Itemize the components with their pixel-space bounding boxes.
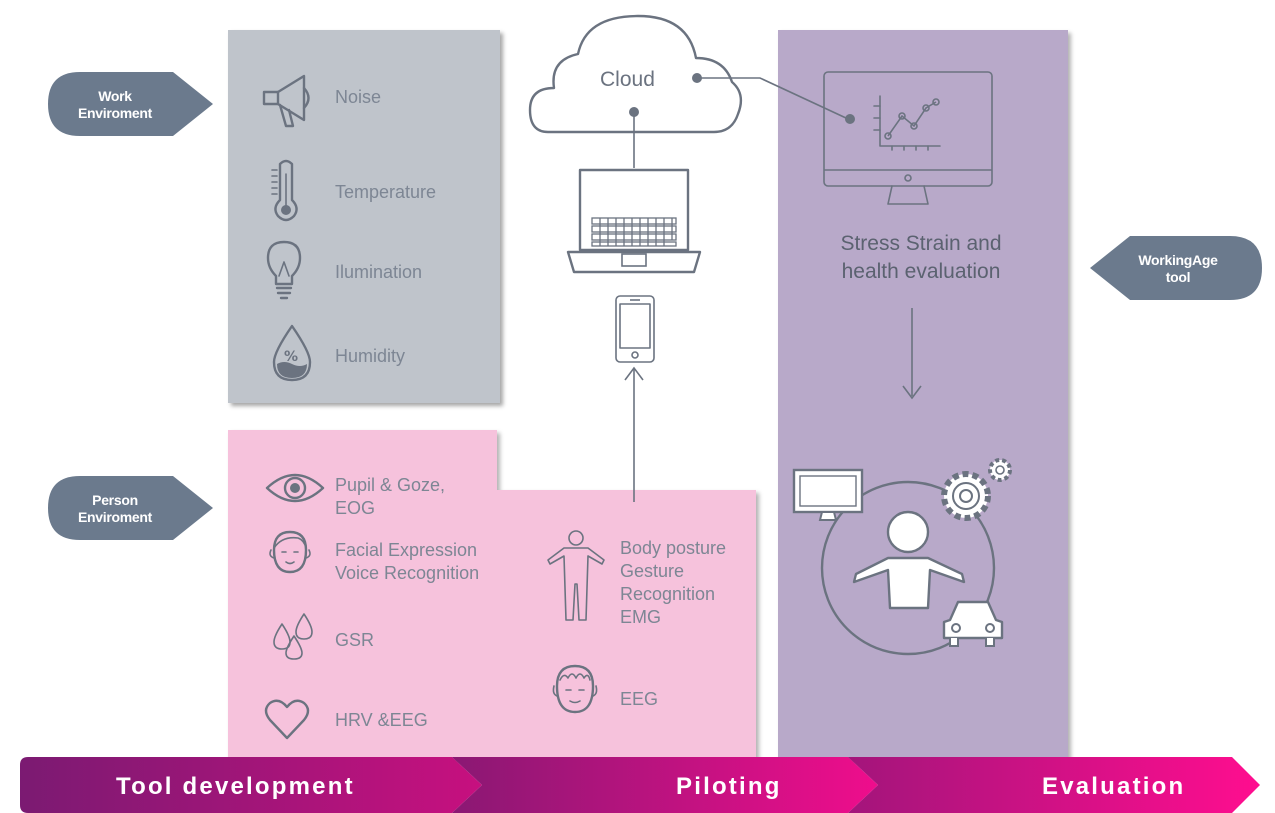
arrow-up-icon xyxy=(624,366,644,502)
laptop-icon xyxy=(566,168,702,274)
heart-icon xyxy=(264,699,310,740)
thermometer-icon xyxy=(271,159,298,222)
label-hrv-eeg: HRV &EEG xyxy=(335,710,428,730)
tag-tool-shape xyxy=(1090,236,1262,300)
arrow-down-icon xyxy=(902,308,922,400)
label-humidity: Humidity xyxy=(335,346,406,366)
label-body-posture: Body posture Gesture Recognition EMG xyxy=(620,538,727,627)
tag-work-shape xyxy=(48,72,213,136)
eye-icon xyxy=(265,473,325,503)
phase-piloting: Piloting xyxy=(676,773,782,800)
label-temperature: Temperature xyxy=(335,182,437,202)
body-icon xyxy=(547,530,605,621)
tag-person-environment: Person Enviroment xyxy=(77,492,152,525)
tag-workingage-tool: WorkingAge tool xyxy=(1138,252,1218,285)
label-illumination: Ilumination xyxy=(335,262,423,282)
label-eeg: EEG xyxy=(620,689,659,709)
phase-bar xyxy=(20,757,1260,813)
person-hub-icon xyxy=(792,458,1012,656)
head-eeg-icon xyxy=(552,664,598,714)
svg-text:%: % xyxy=(284,349,298,365)
label-cloud: Cloud xyxy=(600,68,655,91)
tag-work-environment: Work Enviroment xyxy=(77,88,152,121)
phase-tool-development: Tool development xyxy=(116,773,355,800)
face-icon xyxy=(269,530,311,574)
drops-icon xyxy=(273,613,313,660)
evaluation-panel xyxy=(778,30,1068,760)
smartphone-icon xyxy=(615,295,655,363)
phase-evaluation: Evaluation xyxy=(1042,773,1186,800)
label-gsr: GSR xyxy=(335,630,375,650)
label-pupil-gaze: Pupil & Goze, EOG xyxy=(335,475,446,518)
label-noise: Noise xyxy=(335,87,382,107)
monitor-chart-icon xyxy=(823,71,993,205)
humidity-drop-icon: % xyxy=(272,324,312,382)
lightbulb-icon xyxy=(266,240,302,300)
megaphone-icon xyxy=(262,74,310,128)
label-facial-voice: Facial Expression Voice Recognition xyxy=(335,540,480,583)
tag-person-shape xyxy=(48,476,213,540)
label-stress-evaluation: Stress Strain and health evaluation xyxy=(840,232,1002,283)
cloud-icon xyxy=(528,14,743,134)
